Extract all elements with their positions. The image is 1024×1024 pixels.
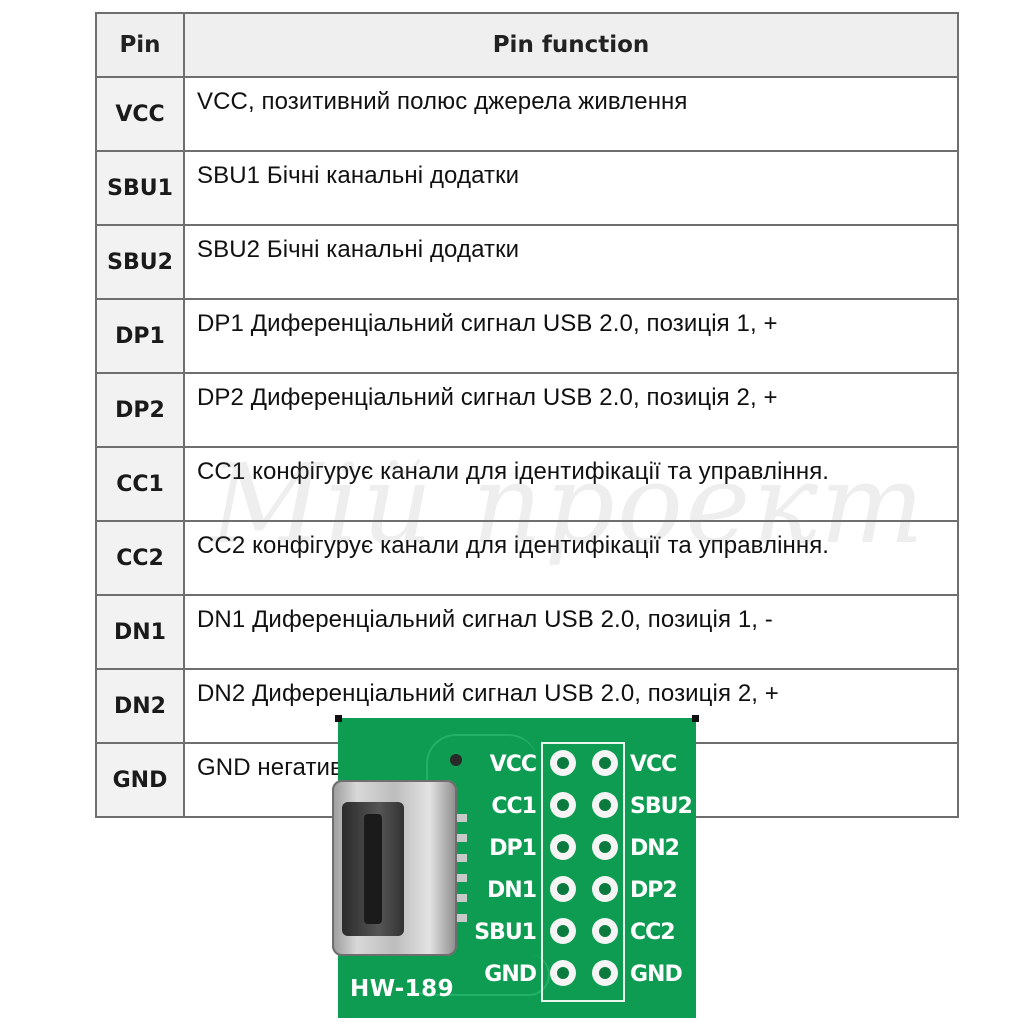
solder-pad [457, 914, 467, 922]
pin-header-outline [541, 742, 625, 1002]
pin-label-left: CC1 [491, 794, 537, 819]
pin-hole [550, 750, 576, 776]
pin-hole [550, 834, 576, 860]
table-row: CC2 CC2 конфігурує канали для ідентифіка… [95, 520, 959, 596]
pin-hole [592, 792, 618, 818]
pin-label-right: CC2 [630, 920, 676, 945]
pin-hole [550, 792, 576, 818]
table-header-row: Pin Pin function [95, 12, 959, 78]
pin-name-cell: DP1 [95, 298, 185, 374]
pin-label-left: VCC [489, 752, 537, 777]
table-row: DP1 DP1 Диференціальний сигнал USB 2.0, … [95, 298, 959, 374]
solder-pad [457, 854, 467, 862]
pin-function-cell: VCC, позитивний полюс джерела живлення [183, 76, 959, 152]
pin-hole [592, 834, 618, 860]
table-row: CC1 CC1 конфігурує канали для ідентифіка… [95, 446, 959, 522]
pin-function-cell: SBU2 Бічні канальні додатки [183, 224, 959, 300]
pin-name-cell: DN2 [95, 668, 185, 744]
corner-dot [335, 715, 342, 722]
pin-name-cell: CC2 [95, 520, 185, 596]
pin-function-cell: DP1 Диференціальний сигнал USB 2.0, пози… [183, 298, 959, 374]
solder-pad [457, 814, 467, 822]
pin-label-left: SBU1 [474, 920, 537, 945]
table-row: DP2 DP2 Диференціальний сигнал USB 2.0, … [95, 372, 959, 448]
table-row: SBU1 SBU1 Бічні канальні додатки [95, 150, 959, 226]
pin-label-right: SBU2 [630, 794, 693, 819]
column-header-function: Pin function [183, 12, 959, 78]
pin-label-left: DP1 [489, 836, 537, 861]
board-model-label: HW-189 [350, 976, 455, 1002]
pin-function-cell: CC2 конфігурує канали для ідентифікації … [183, 520, 959, 596]
pin-label-right: GND [630, 962, 683, 987]
pin-label-right: DN2 [630, 836, 680, 861]
pin-name-cell: SBU2 [95, 224, 185, 300]
pin-function-table: Pin Pin function VCC VCC, позитивний пол… [95, 12, 959, 818]
pin-hole [592, 876, 618, 902]
table-row: VCC VCC, позитивний полюс джерела живлен… [95, 76, 959, 152]
pin-function-cell: DP2 Диференціальний сигнал USB 2.0, пози… [183, 372, 959, 448]
pin-function-cell: DN1 Диференціальний сигнал USB 2.0, пози… [183, 594, 959, 670]
pin-name-cell: DP2 [95, 372, 185, 448]
pin-label-right: VCC [630, 752, 677, 777]
table-row: DN1 DN1 Диференціальний сигнал USB 2.0, … [95, 594, 959, 670]
pin-hole [592, 960, 618, 986]
connector-tongue [364, 814, 382, 924]
usb-c-breakout-board: VCC CC1 DP1 DN1 SBU1 GND VCC SBU2 DN2 DP… [332, 715, 699, 1018]
solder-pad [457, 894, 467, 902]
pin-label-left: GND [484, 962, 537, 987]
pin-function-cell: SBU1 Бічні канальні додатки [183, 150, 959, 226]
usb-c-connector [332, 780, 457, 956]
column-header-pin: Pin [95, 12, 185, 78]
corner-dot [692, 715, 699, 722]
pin-hole [550, 960, 576, 986]
pin-name-cell: VCC [95, 76, 185, 152]
solder-pad [457, 874, 467, 882]
pin-hole [550, 918, 576, 944]
table-row: SBU2 SBU2 Бічні канальні додатки [95, 224, 959, 300]
pin-function-cell: CC1 конфігурує канали для ідентифікації … [183, 446, 959, 522]
pin-hole [592, 918, 618, 944]
pin-name-cell: DN1 [95, 594, 185, 670]
pin-label-right: DP2 [630, 878, 678, 903]
solder-pad [457, 834, 467, 842]
pcb-trace [426, 734, 538, 806]
pin-name-cell: SBU1 [95, 150, 185, 226]
via-hole [450, 754, 462, 766]
pin-hole [592, 750, 618, 776]
pcb-trace [408, 954, 550, 996]
pin-name-cell: CC1 [95, 446, 185, 522]
pin-label-left: DN1 [487, 878, 537, 903]
pin-hole [550, 876, 576, 902]
pin-name-cell: GND [95, 742, 185, 818]
